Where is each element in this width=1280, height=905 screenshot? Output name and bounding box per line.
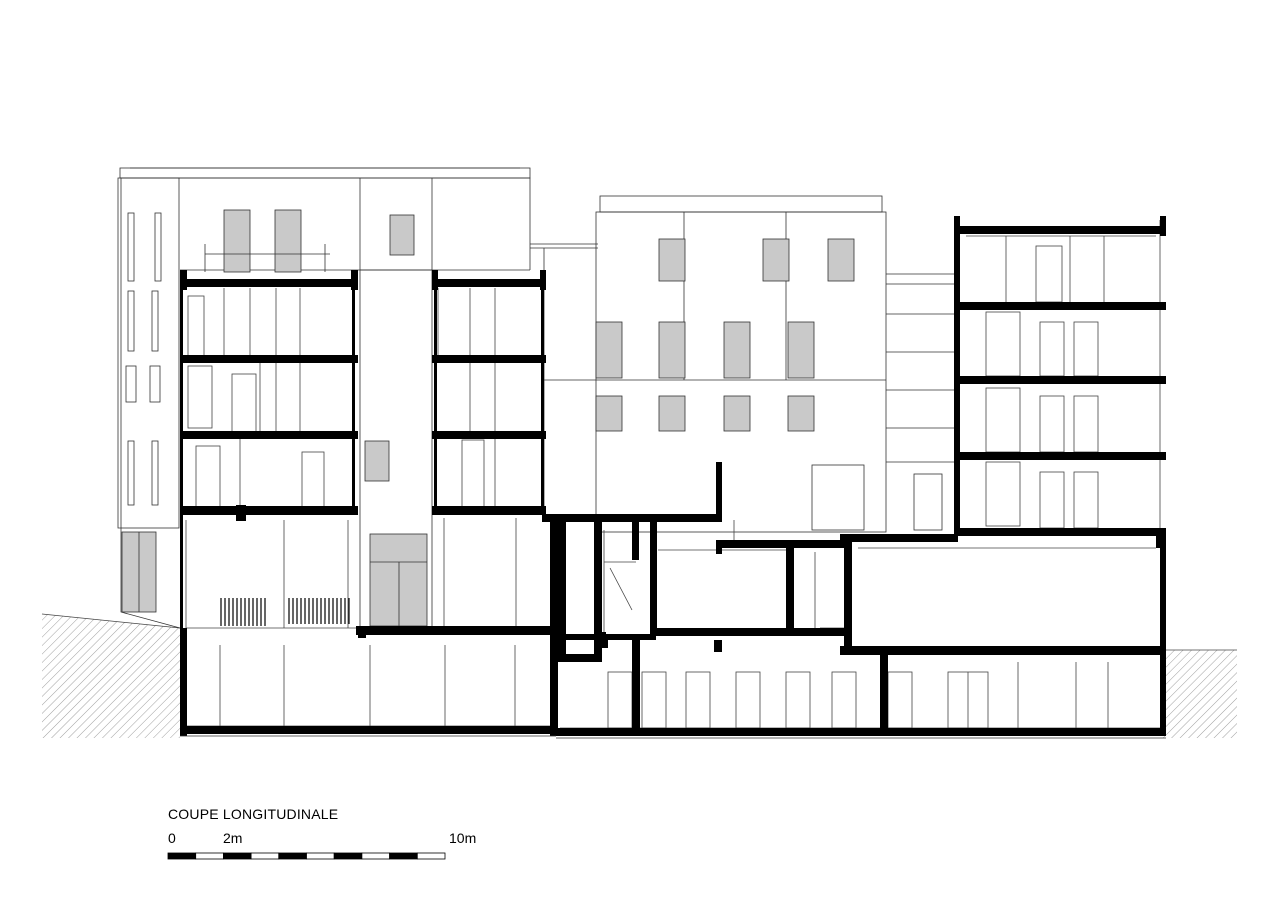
scale-bar-segment [416,852,446,860]
scale-label-10m: 10m [449,830,477,846]
section-cut-walls [180,216,1166,736]
scale-bar-segment [195,852,224,860]
ground-hatch [41,613,1237,738]
scale-bar-segment [167,852,197,860]
scale-label-0: 0 [168,830,176,846]
drawing-title: COUPE LONGITUDINALE [168,806,339,822]
scale-bar-segment [250,852,280,860]
left-background-facade [117,167,598,629]
scale-bar-segment [306,852,335,860]
central-core-elevation [359,214,433,631]
scale-bar [167,852,446,860]
scale-bar-segment [333,852,363,860]
middle-facade-windows [595,238,855,432]
stair-railings [220,598,350,626]
scale-bar-segment [389,852,418,860]
roof-terrace-windows [204,209,330,273]
scale-bar-segment [222,852,252,860]
scale-label-2m: 2m [223,830,243,846]
site-ground-line [180,735,1166,739]
scale-bar-segment [361,852,390,860]
scale-bar-segment [278,852,307,860]
